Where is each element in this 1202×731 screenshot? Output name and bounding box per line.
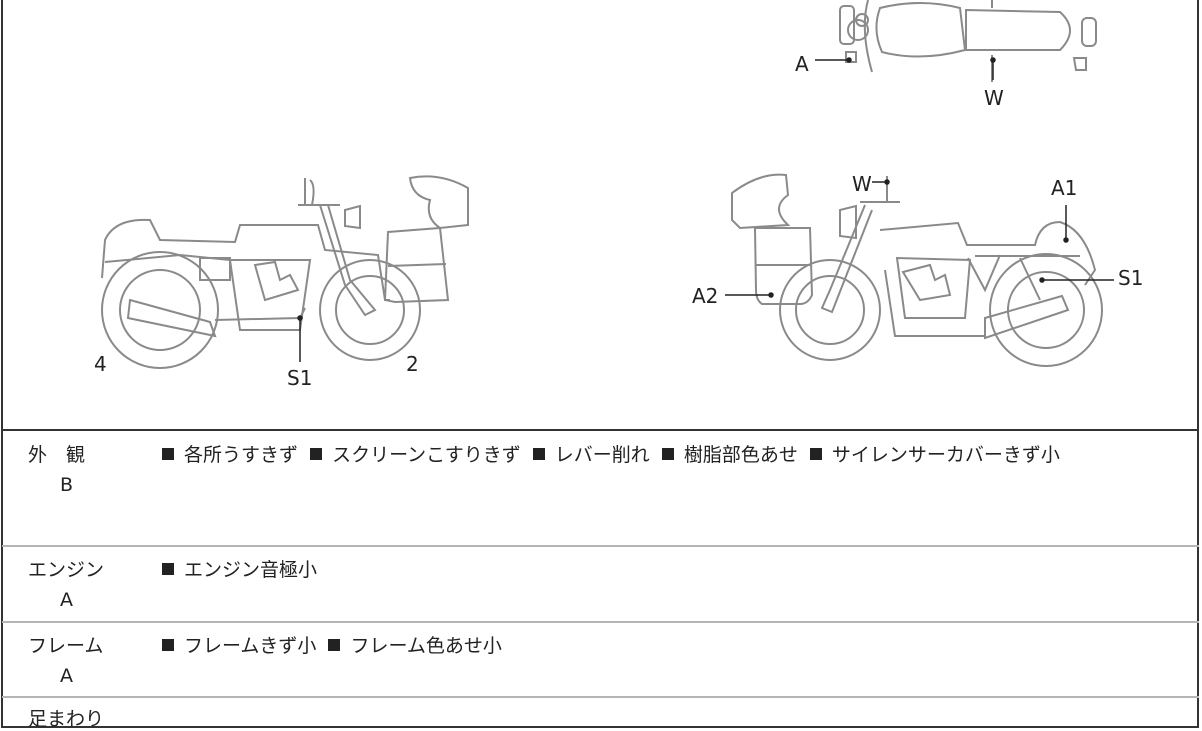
row-label: 足まわり bbox=[28, 708, 105, 730]
item: 樹脂部色あせ bbox=[683, 444, 798, 466]
row-suspension: 足まわり bbox=[2, 698, 1198, 730]
bullet-square-icon bbox=[328, 639, 341, 651]
label-right-muffler: S1 bbox=[1118, 266, 1144, 290]
label-top-side: W bbox=[984, 86, 1004, 110]
row-items: フレームきず小 フレーム色あせ小 bbox=[162, 631, 508, 658]
label-top-front: A bbox=[795, 52, 809, 76]
divider bbox=[2, 429, 1199, 431]
row-grade: A bbox=[60, 665, 73, 687]
bullet-square-icon bbox=[809, 448, 822, 460]
bullet-square-icon bbox=[532, 448, 545, 460]
label-left-front: 2 bbox=[406, 352, 419, 376]
row-grade: B bbox=[60, 474, 74, 496]
bullet-square-icon bbox=[310, 448, 323, 460]
top-view-bike bbox=[839, 0, 1097, 82]
motorcycle-diagram bbox=[101, 0, 1114, 369]
bullet-square-icon bbox=[162, 448, 174, 460]
item: サイレンサーカバーきず小 bbox=[831, 444, 1060, 466]
row-label: エンジン bbox=[28, 559, 105, 581]
row-separator bbox=[2, 621, 1199, 623]
bullet-square-icon bbox=[162, 639, 174, 651]
row-separator bbox=[2, 545, 1199, 547]
row-items: エンジン音極小 bbox=[162, 555, 323, 582]
row-frame: フレーム A フレームきず小 フレーム色あせ小 bbox=[2, 623, 1198, 696]
row-exterior: 外 観 B 各所うすきず スクリーンこすりきず レバー削れ 樹脂部色あせ サイレ… bbox=[2, 431, 1198, 545]
label-right-tail: A1 bbox=[1051, 176, 1078, 200]
row-grade: A bbox=[60, 589, 73, 611]
row-label: 外 観 bbox=[28, 444, 86, 466]
row-separator bbox=[2, 696, 1199, 698]
row-label: フレーム bbox=[28, 635, 104, 657]
item: レバー削れ bbox=[554, 444, 650, 466]
label-left-exhaust: S1 bbox=[287, 366, 313, 390]
row-items: 各所うすきず スクリーンこすりきず レバー削れ 樹脂部色あせ サイレンサーカバー… bbox=[162, 440, 1066, 467]
bullet-square-icon bbox=[162, 563, 174, 575]
item: フレームきず小 bbox=[184, 635, 317, 657]
row-engine: エンジン A エンジン音極小 bbox=[2, 547, 1198, 621]
label-right-case: A2 bbox=[692, 284, 719, 308]
item: エンジン音極小 bbox=[184, 559, 318, 581]
left-side-bike bbox=[101, 175, 469, 369]
bullet-square-icon bbox=[661, 448, 674, 460]
item: スクリーンこすりきず bbox=[332, 444, 521, 466]
right-side-bike bbox=[731, 173, 1103, 367]
item: 各所うすきず bbox=[184, 444, 299, 466]
item: フレーム色あせ小 bbox=[350, 635, 502, 657]
label-left-rear: 4 bbox=[94, 352, 107, 376]
label-right-mirror: W bbox=[852, 172, 872, 196]
